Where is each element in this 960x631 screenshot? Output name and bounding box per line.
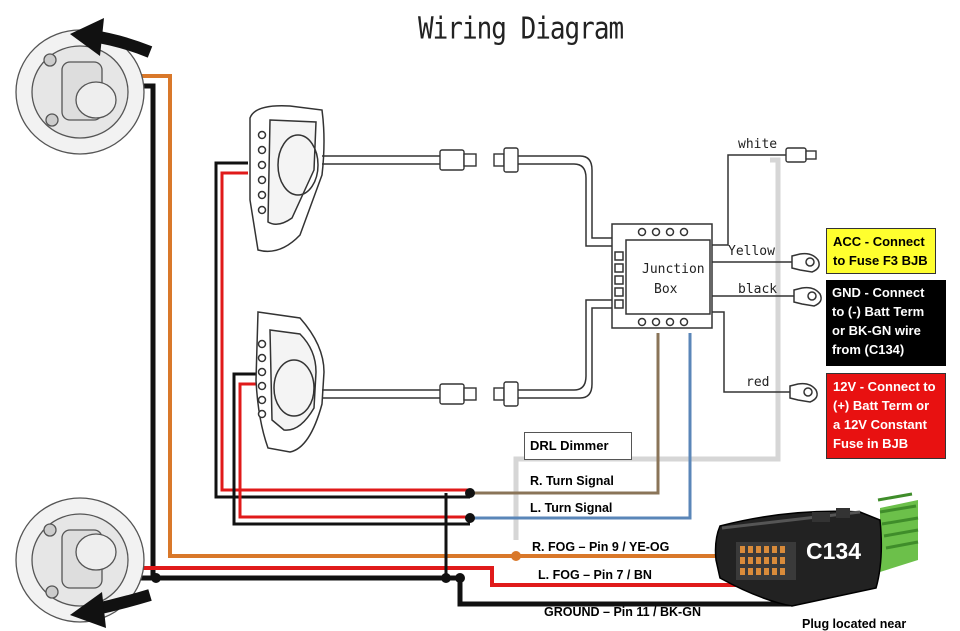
12v-callout: 12V - Connect to (+) Batt Term or a 12V … [826,373,946,459]
junction-box-label-line1: Junction [642,262,705,277]
drl-dimmer-wire [513,157,781,540]
acc-ring-terminal-icon [791,252,820,273]
drl-dimmer-label: DRL Dimmer [524,432,632,460]
lower-drl-red-wire [238,382,470,519]
plug-location-note: Plug located near [802,617,907,631]
red-wire [712,311,790,393]
lower-connector-pair-icon [439,381,519,407]
12v-callout-line: a 12V Constant [833,417,927,432]
upper-lamp-harness [322,155,440,165]
acc-callout: ACC - Connect to Fuse F3 BJB [826,228,936,274]
lower-junction-harness [518,299,612,399]
upper-drl-lamp-icon [249,105,325,253]
lower-headlight-icon [15,497,145,623]
red-wire-label: red [746,375,770,390]
splice-dot [441,573,451,583]
yellow-wire-label: Yellow [728,244,775,259]
c134-connector-icon [714,492,919,607]
white-wire [712,154,786,246]
junction-box-icon [611,223,713,329]
page-title: Wiring Diagram [418,12,624,47]
lower-drl-black-wire [232,372,470,526]
white-wire-label: white [738,137,778,152]
lower-drl-lamp-icon [255,311,325,453]
junction-box-label-line2: Box [654,282,678,297]
12v-callout-line: 12V - Connect to [833,379,936,394]
lower-lamp-harness [322,389,440,399]
l-turn-signal-wire [470,333,692,520]
black-wire-label: black [738,282,778,297]
l-fog-label: L. FOG – Pin 7 / BN [538,568,652,582]
lower-direction-arrow-icon [70,589,152,628]
l-turn-signal-label: L. Turn Signal [530,501,613,515]
upper-direction-arrow-icon [70,18,153,58]
gnd-ring-terminal-icon [793,286,822,307]
12v-ring-terminal-icon [789,382,818,403]
gnd-callout: GND - Connect to (-) Batt Term or BK-GN … [826,280,946,366]
ground-label: GROUND – Pin 11 / BK-GN [544,605,701,619]
acc-callout-line: to Fuse F3 BJB [833,253,928,268]
splice-dot [465,488,475,498]
upper-junction-harness [518,155,612,247]
upper-headlight-icon [15,29,145,155]
gnd-callout-line: GND - Connect [832,285,925,300]
upper-drl-black-wire [214,161,470,499]
gnd-callout-line: to (-) Batt Term [832,304,925,319]
c134-connector-label: C134 [806,538,861,564]
splice-dot [151,573,161,583]
white-wire-connector-icon [785,147,817,163]
splice-dot [511,551,521,561]
r-turn-signal-label: R. Turn Signal [530,474,614,488]
l-fog-wire [128,566,760,587]
splice-dot [465,513,475,523]
upper-drl-red-wire [220,171,470,492]
gnd-callout-line: from (C134) [832,342,905,357]
12v-callout-line: (+) Batt Term or [833,398,930,413]
12v-callout-line: Fuse in BJB [833,436,909,451]
acc-callout-line: ACC - Connect [833,234,925,249]
r-fog-label: R. FOG – Pin 9 / YE-OG [532,540,670,554]
r-turn-signal-wire [470,333,660,495]
gnd-callout-line: or BK-GN wire [832,323,921,338]
splice-dot [455,573,465,583]
upper-connector-pair-icon [439,147,519,173]
